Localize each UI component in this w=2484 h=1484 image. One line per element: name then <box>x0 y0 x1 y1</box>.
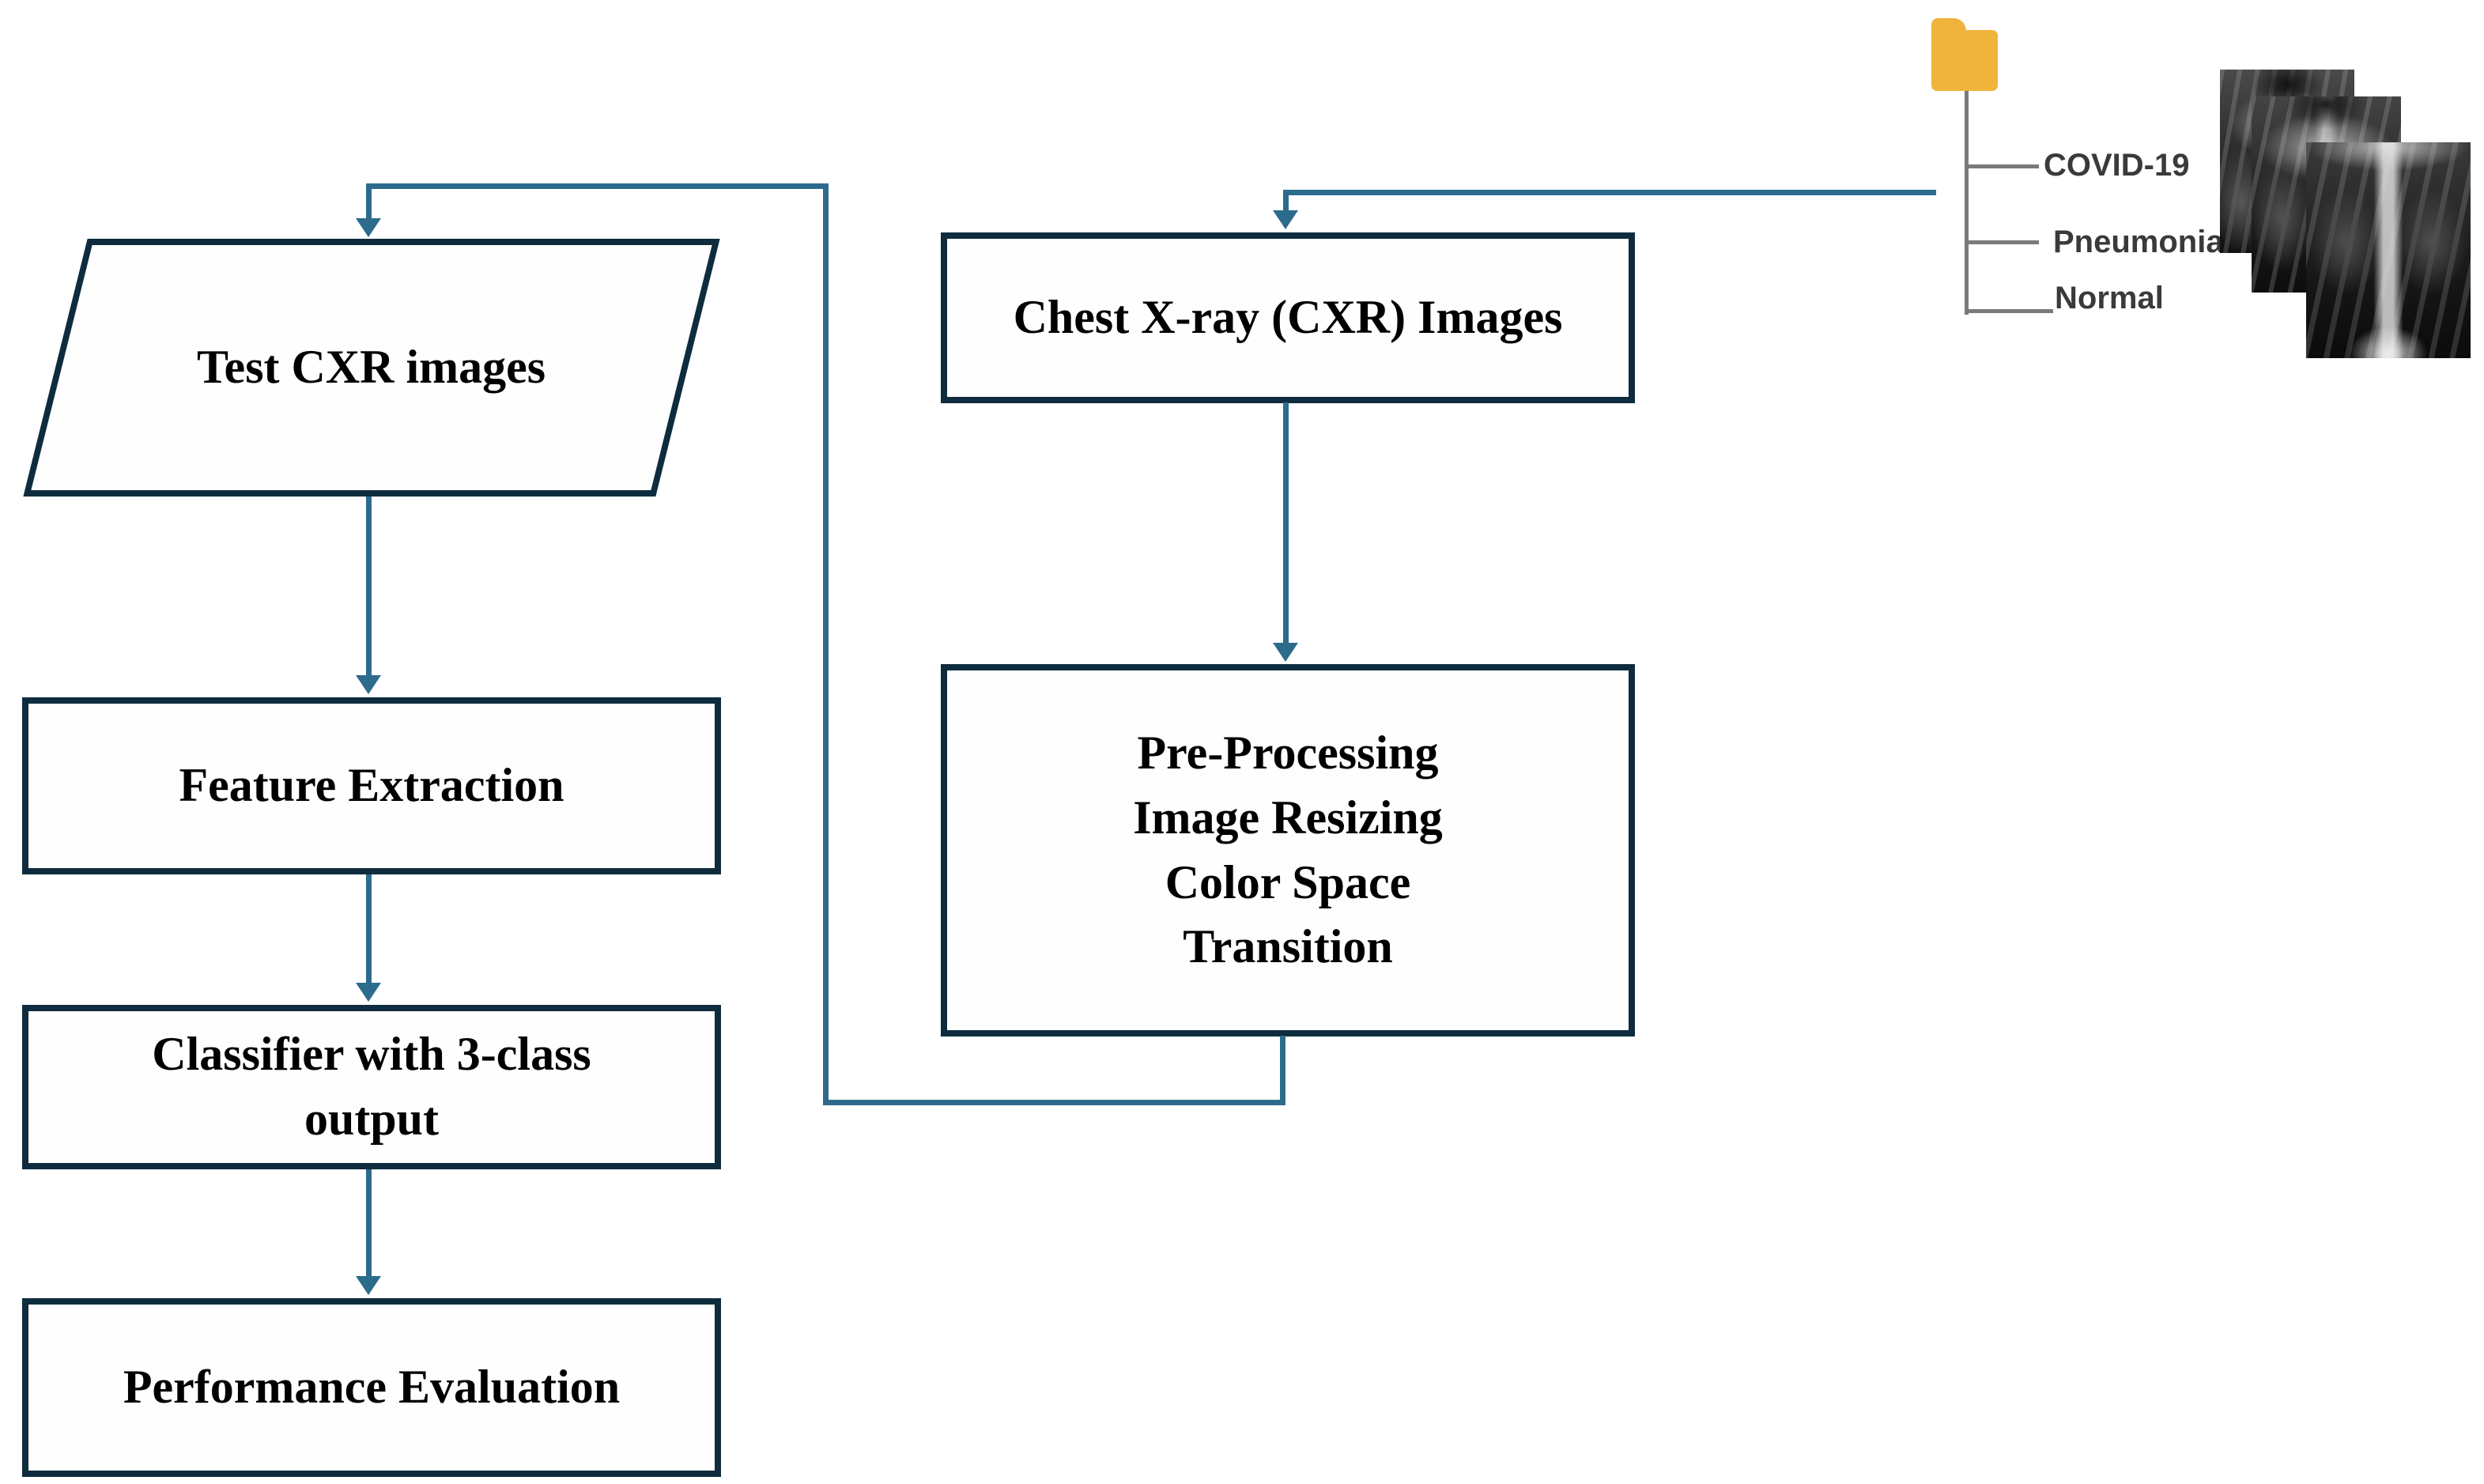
node-chest-xray-images: Chest X-ray (CXR) Images <box>941 232 1635 403</box>
node-test-cxr-images: Test CXR images <box>23 239 720 497</box>
node-preprocessing-line-2: Image Resizing <box>1133 791 1443 844</box>
node-chest-xray-images-label: Chest X-ray (CXR) Images <box>1013 291 1563 344</box>
tree-branch-line-normal <box>1966 309 2053 313</box>
node-performance-evaluation: Performance Evaluation <box>22 1298 721 1477</box>
node-preprocessing: Pre-Processing Image Resizing Color Spac… <box>941 664 1635 1037</box>
node-classifier-line-1: Classifier with 3-class <box>152 1028 591 1081</box>
arrow-down-icon <box>356 675 381 694</box>
node-classifier-line-2: output <box>304 1093 440 1145</box>
node-feature-extraction: Feature Extraction <box>22 697 721 874</box>
tree-branch-line-covid19 <box>1966 164 2039 168</box>
connector-loop-exit-vertical <box>1280 1036 1285 1105</box>
node-preprocessing-line-4: Transition <box>1183 920 1393 973</box>
node-classifier: Classifier with 3-class output <box>22 1005 721 1169</box>
connector-loop-top-horizontal <box>366 183 829 189</box>
arrow-down-icon <box>1273 643 1298 662</box>
connector-dataset-to-chest-vertical <box>1283 190 1289 212</box>
connector-chest-to-preprocessing <box>1283 402 1289 644</box>
tree-branch-line-pneumonia <box>1966 240 2039 244</box>
node-preprocessing-line-3: Color Space <box>1165 855 1411 908</box>
connector-loop-bottom-horizontal <box>823 1100 1285 1105</box>
connector-feature-extraction-to-classifier <box>366 874 372 985</box>
node-preprocessing-line-1: Pre-Processing <box>1137 727 1439 780</box>
node-feature-extraction-label: Feature Extraction <box>179 759 564 812</box>
arrow-down-icon <box>356 1276 381 1295</box>
tree-label-normal: Normal <box>2055 281 2164 315</box>
folder-icon <box>1931 18 1998 91</box>
arrow-down-icon <box>356 218 381 237</box>
connector-loop-into-test <box>366 183 372 220</box>
tree-label-covid19: COVID-19 <box>2044 148 2190 183</box>
arrow-down-icon <box>356 983 381 1002</box>
node-classifier-label: Classifier with 3-class output <box>152 1022 591 1151</box>
tree-label-pneumonia: Pneumonia <box>2053 225 2224 259</box>
connector-loop-up-vertical <box>823 183 829 1105</box>
chest-xray-thumbnail-front <box>2306 142 2471 358</box>
connector-classifier-to-performance <box>366 1169 372 1278</box>
tree-trunk-line <box>1965 91 1969 315</box>
node-preprocessing-label: Pre-Processing Image Resizing Color Spac… <box>1133 721 1443 979</box>
arrow-down-icon <box>1273 210 1298 229</box>
connector-dataset-to-chest-horizontal <box>1286 190 1936 195</box>
connector-test-to-feature-extraction <box>366 497 372 677</box>
node-test-cxr-images-label: Test CXR images <box>197 341 546 394</box>
node-performance-evaluation-label: Performance Evaluation <box>123 1361 621 1414</box>
